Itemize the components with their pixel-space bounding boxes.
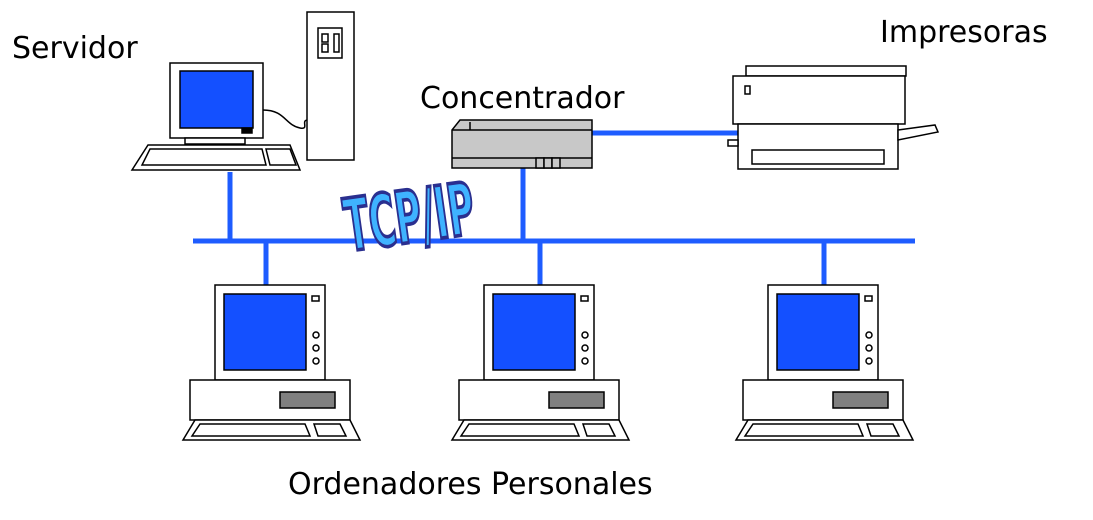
server-computer-icon <box>130 62 309 171</box>
network-links <box>193 130 915 285</box>
server-tower-icon <box>306 11 355 161</box>
personal-computer-icon <box>181 284 362 441</box>
hub-icon <box>451 119 593 169</box>
server-label: Servidor <box>12 31 138 66</box>
hub-label: Concentrador <box>420 81 625 116</box>
printers-label: Impresoras <box>880 15 1048 50</box>
protocol-wordart: TCP/IP <box>338 167 481 270</box>
pcs-label: Ordenadores Personales <box>288 467 653 502</box>
personal-computer-icon <box>450 284 631 441</box>
personal-computer-icon <box>734 284 915 441</box>
protocol-label: TCP/IP <box>339 168 480 269</box>
printer-icon <box>727 65 940 170</box>
